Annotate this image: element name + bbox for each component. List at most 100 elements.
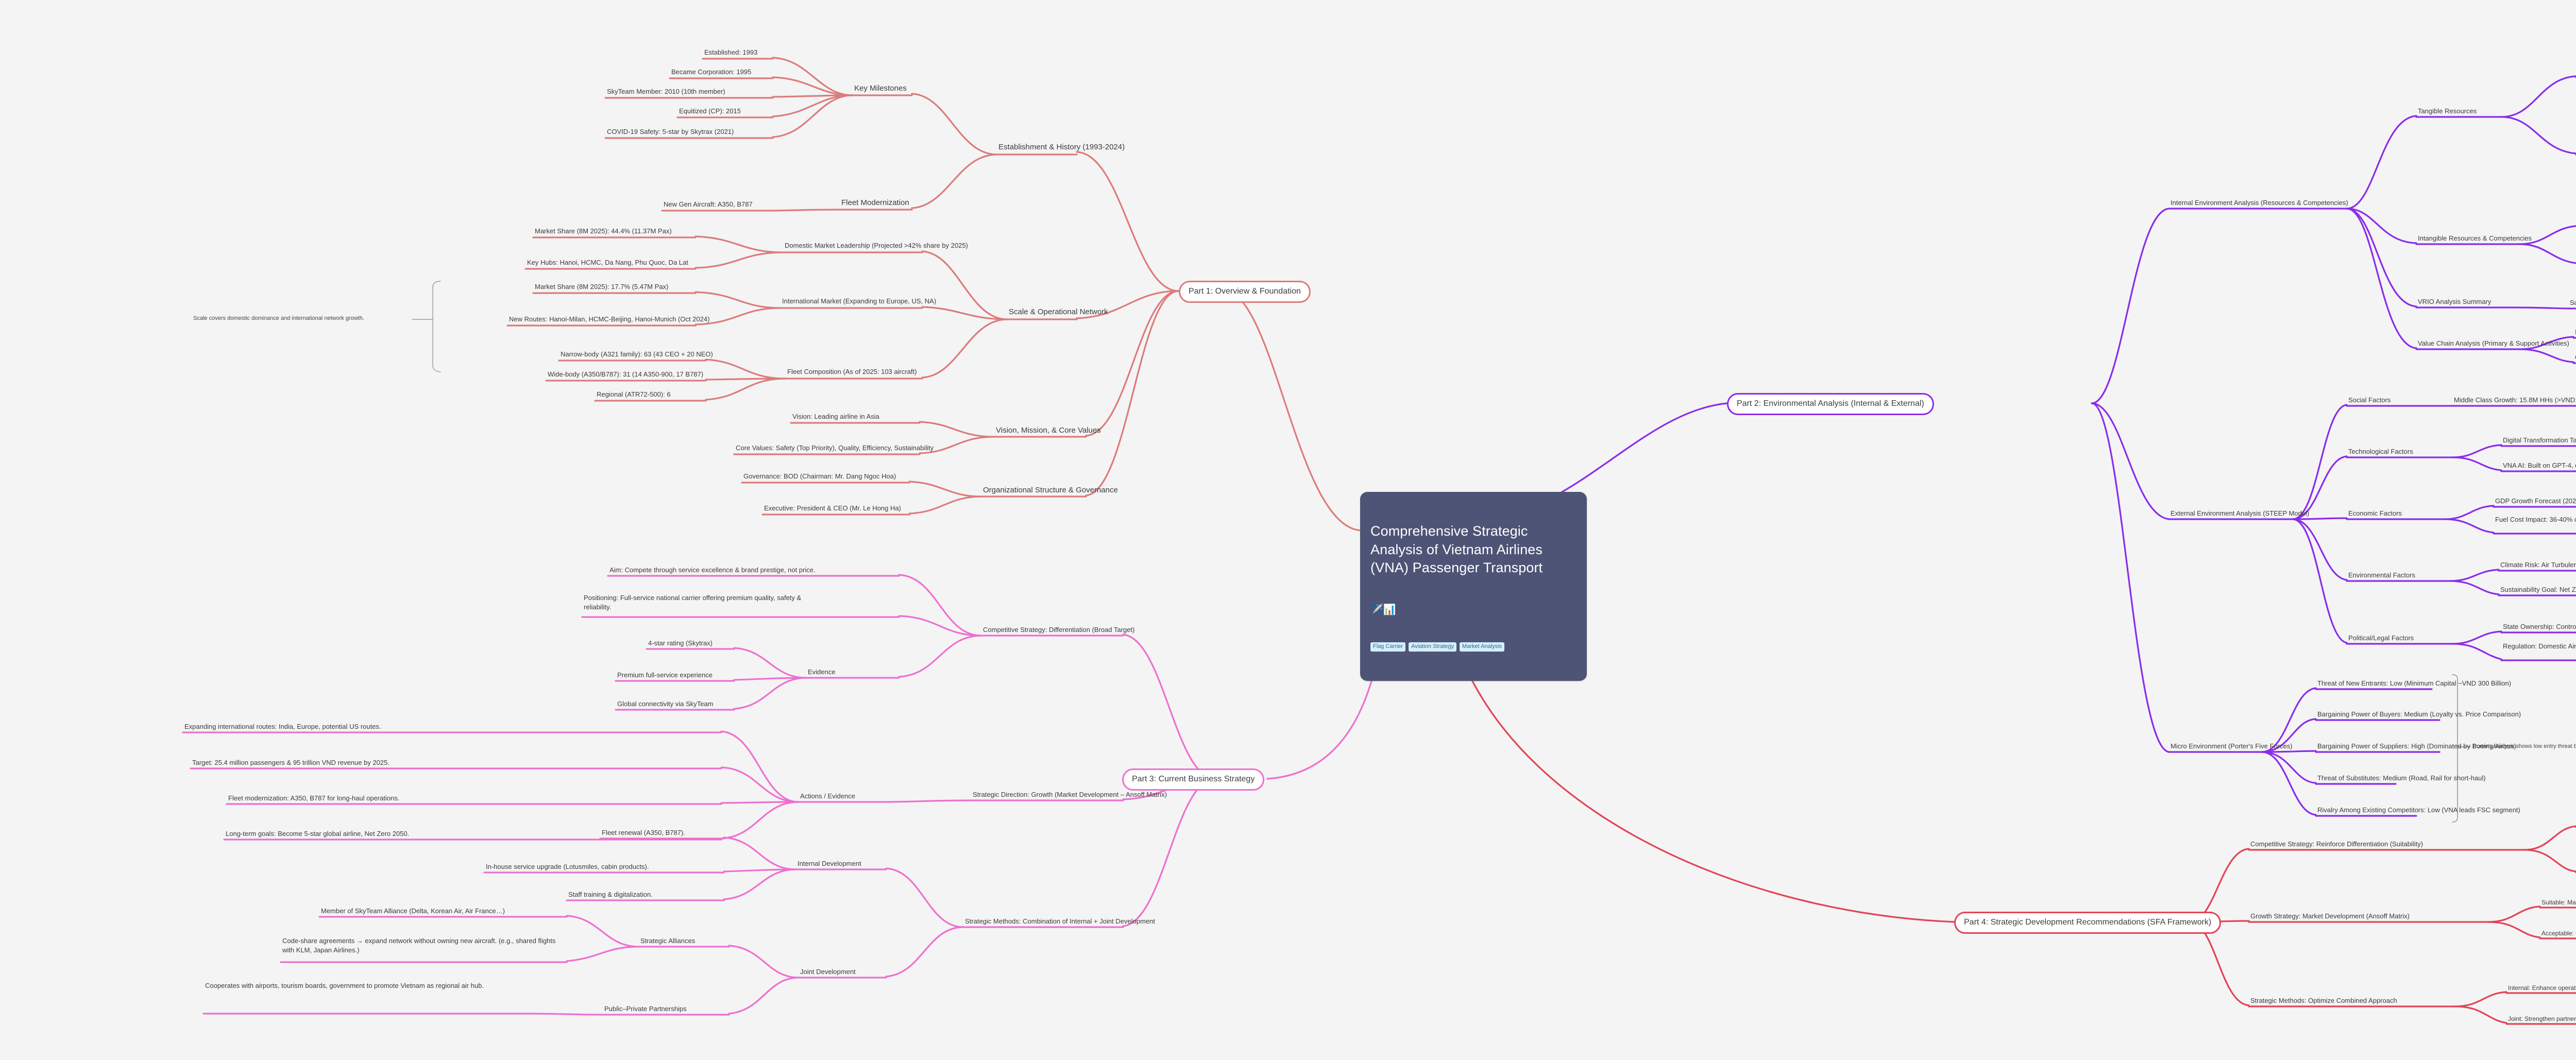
tag-aviation-strategy[interactable]: Aviation Strategy [1409, 642, 1457, 652]
domestic-market-share[interactable]: Market Share (8M 2025): 44.4% (11.37M Pa… [535, 227, 672, 235]
branch-p4-growth-strategy[interactable]: Growth Strategy: Market Development (Ans… [2250, 912, 2410, 920]
domestic-key-hubs[interactable]: Key Hubs: Hanoi, HCMC, Da Nang, Phu Quoc… [527, 259, 688, 266]
vision-leading-airline[interactable]: Vision: Leading airline in Asia [792, 413, 879, 420]
branch-fleet-composition[interactable]: Fleet Composition (As of 2025: 103 aircr… [787, 368, 917, 375]
branch-external-environment-analysis[interactable]: External Environment Analysis (STEEP Mod… [2171, 509, 2310, 517]
competitive-positioning[interactable]: Positioning: Full-service national carri… [584, 594, 802, 611]
root-tag-list: Flag Carrier Aviation Strategy Market An… [1370, 642, 1577, 652]
fleet-wide-body[interactable]: Wide-body (A350/B787): 31 (14 A350-900, … [548, 370, 704, 378]
milestone-equitized[interactable]: Equitized (CP): 2015 [679, 107, 741, 115]
competitive-aim[interactable]: Aim: Compete through service excellence … [609, 566, 816, 574]
ppp-cooperation[interactable]: Cooperates with airports, tourism boards… [205, 982, 484, 989]
part-2-node[interactable]: Part 2: Environmental Analysis (Internal… [1727, 393, 1934, 415]
branch-internal-development[interactable]: Internal Development [798, 860, 861, 867]
branch-joint-development[interactable]: Joint Development [800, 968, 856, 976]
part-1-node[interactable]: Part 1: Overview & Foundation [1179, 281, 1311, 303]
branch-strategic-direction-growth[interactable]: Strategic Direction: Growth (Market Deve… [973, 791, 1167, 798]
social-middle-class-growth[interactable]: Middle Class Growth: 15.8M HHs (>VND15M/… [2454, 396, 2576, 404]
governance-bod[interactable]: Governance: BOD (Chairman: Mr. Dang Ngoc… [743, 472, 896, 480]
political-state-ownership[interactable]: State Ownership: Controls 55.2% (CMSC) [2503, 623, 2576, 630]
fleet-new-gen-aircraft[interactable]: New Gen Aircraft: A350, B787 [664, 200, 753, 208]
internal-staff-training[interactable]: Staff training & digitalization. [568, 891, 653, 898]
fleet-narrow-body[interactable]: Narrow-body (A321 family): 63 (43 CEO + … [561, 350, 713, 358]
action-fleet-modernization[interactable]: Fleet modernization: A350, B787 for long… [228, 794, 400, 802]
note-scale-coverage: Scale covers domestic dominance and inte… [193, 315, 365, 321]
international-new-routes[interactable]: New Routes: Hanoi-Milan, HCMC-Beijing, H… [509, 315, 710, 323]
branch-p4-competitive-strategy[interactable]: Competitive Strategy: Reinforce Differen… [2250, 840, 2424, 848]
evidence-global-connectivity[interactable]: Global connectivity via SkyTeam [617, 700, 714, 708]
branch-public-private-partnerships[interactable]: Public–Private Partnerships [604, 1005, 687, 1013]
branch-domestic-market-leadership[interactable]: Domestic Market Leadership (Projected >4… [785, 242, 968, 249]
branch-strategic-alliances[interactable]: Strategic Alliances [640, 937, 696, 945]
branch-tangible-resources[interactable]: Tangible Resources [2418, 107, 2477, 115]
branch-internal-environment-analysis[interactable]: Internal Environment Analysis (Resources… [2171, 199, 2348, 207]
evidence-premium-experience[interactable]: Premium full-service experience [617, 671, 713, 679]
p4-suitable[interactable]: Suitable: Maximize utility of A350/B787 … [2541, 899, 2576, 906]
evidence-4-star-rating[interactable]: 4-star rating (Skytrax) [648, 639, 713, 647]
branch-actions-evidence[interactable]: Actions / Evidence [800, 792, 855, 800]
p4-joint[interactable]: Joint: Strengthen partnerships to mitiga… [2508, 1015, 2576, 1022]
internal-fleet-renewal[interactable]: Fleet renewal (A350, B787). [602, 829, 685, 836]
vrio-sustainable-advantages[interactable]: Sustainable Competitive Advantages (Bran… [2570, 299, 2576, 306]
executive-ceo[interactable]: Executive: President & CEO (Mr. Le Hong … [764, 504, 901, 512]
tag-flag-carrier[interactable]: Flag Carrier [1370, 642, 1406, 652]
value-chain-input-logistics[interactable]: Input Logistics (Fuel cost ~37% of OpEx) [2575, 328, 2576, 336]
branch-org-structure-governance[interactable]: Organizational Structure & Governance [983, 486, 1118, 494]
airplane-chart-icon: ✈️📊 [1370, 604, 1396, 616]
branch-technological-factors[interactable]: Technological Factors [2348, 448, 2413, 455]
branch-social-factors[interactable]: Social Factors [2348, 396, 2391, 404]
branch-p4-strategic-methods[interactable]: Strategic Methods: Optimize Combined App… [2250, 997, 2397, 1004]
action-long-term-goals[interactable]: Long-term goals: Become 5-star global ai… [226, 830, 410, 837]
tag-market-analysis[interactable]: Market Analysis [1460, 642, 1505, 652]
force-buyer-power[interactable]: Bargaining Power of Buyers: Medium (Loya… [2317, 710, 2521, 718]
branch-key-milestones[interactable]: Key Milestones [854, 84, 907, 93]
internal-service-upgrade[interactable]: In-house service upgrade (Lotusmiles, ca… [486, 863, 649, 870]
env-sustainability-goal[interactable]: Sustainability Goal: Net Zero emissions … [2500, 586, 2576, 593]
milestone-established[interactable]: Established: 1993 [704, 48, 758, 56]
milestone-corporation[interactable]: Became Corporation: 1995 [671, 68, 752, 76]
root-title: Comprehensive Strategic Analysis of Viet… [1370, 523, 1547, 576]
milestone-covid-safety[interactable]: COVID-19 Safety: 5-star by Skytrax (2021… [607, 128, 734, 135]
tech-digital-transformation[interactable]: Digital Transformation Target: Level 4 b… [2503, 436, 2576, 444]
tech-vna-ai[interactable]: VNA AI: Built on GPT-4, deployed for 'Sa… [2503, 461, 2576, 469]
action-expanding-routes[interactable]: Expanding international routes: India, E… [184, 723, 381, 730]
milestone-skyteam[interactable]: SkyTeam Member: 2010 (10th member) [607, 88, 725, 95]
part-4-node[interactable]: Part 4: Strategic Development Recommenda… [1954, 912, 2222, 934]
core-values[interactable]: Core Values: Safety (Top Priority), Qual… [736, 444, 934, 452]
branch-international-market[interactable]: International Market (Expanding to Europ… [782, 297, 937, 305]
branch-economic-factors[interactable]: Economic Factors [2348, 509, 2402, 517]
force-threat-substitutes[interactable]: Threat of Substitutes: Medium (Road, Rai… [2317, 774, 2486, 782]
action-target-passengers[interactable]: Target: 25.4 million passengers & 95 tri… [192, 759, 389, 766]
branch-value-chain-analysis[interactable]: Value Chain Analysis (Primary & Support … [2418, 339, 2569, 347]
branch-political-legal-factors[interactable]: Political/Legal Factors [2348, 634, 2414, 642]
part-3-node[interactable]: Part 3: Current Business Strategy [1122, 768, 1265, 791]
branch-vision-mission-core-values[interactable]: Vision, Mission, & Core Values [996, 426, 1101, 435]
force-threat-new-entrants[interactable]: Threat of New Entrants: Low (Minimum Cap… [2317, 679, 2512, 687]
economic-gdp-forecast[interactable]: GDP Growth Forecast (2025): 6.5% - 7.0% [2495, 497, 2576, 505]
branch-environmental-factors[interactable]: Environmental Factors [2348, 571, 2416, 579]
value-chain-operation[interactable]: Operation (OTP 88.6% vs ASEAN avg 82%) [2575, 353, 2576, 362]
branch-intangible-resources[interactable]: Intangible Resources & Competencies [2418, 234, 2532, 242]
branch-fleet-modernization[interactable]: Fleet Modernization [841, 198, 909, 207]
alliance-skyteam-member[interactable]: Member of SkyTeam Alliance (Delta, Korea… [321, 907, 505, 915]
p4-internal[interactable]: Internal: Enhance operational flexibilit… [2508, 984, 2576, 991]
root-node[interactable]: Comprehensive Strategic Analysis of Viet… [1360, 492, 1587, 681]
branch-micro-environment[interactable]: Micro Environment (Porter's Five Forces) [2171, 742, 2293, 750]
p4-acceptable[interactable]: Acceptable: Commitment to Net Zero by 20… [2541, 930, 2576, 937]
international-market-share[interactable]: Market Share (8M 2025): 17.7% (5.47M Pax… [535, 283, 669, 290]
branch-vrio-analysis[interactable]: VRIO Analysis Summary [2418, 298, 2492, 305]
economic-fuel-cost-impact[interactable]: Fuel Cost Impact: 36-40% of OpEx; SAF ad… [2495, 516, 2576, 523]
force-supplier-power[interactable]: Bargaining Power of Suppliers: High (Dom… [2317, 742, 2516, 750]
branch-evidence[interactable]: Evidence [808, 668, 836, 676]
political-regulation-airfare-cap[interactable]: Regulation: Domestic Airfare Cap adjustm… [2503, 642, 2576, 650]
env-climate-risk[interactable]: Climate Risk: Air Turbulence CAT increas… [2500, 561, 2576, 569]
alliance-code-share[interactable]: Code-share agreements → expand network w… [282, 937, 556, 954]
branch-scale-operational-network[interactable]: Scale & Operational Network [1009, 307, 1108, 316]
force-rivalry[interactable]: Rivalry Among Existing Competitors: Low … [2317, 806, 2520, 814]
branch-strategic-methods[interactable]: Strategic Methods: Combination of Intern… [965, 917, 1155, 925]
branch-establishment-history[interactable]: Establishment & History (1993-2024) [998, 143, 1125, 151]
branch-competitive-strategy-differentiation[interactable]: Competitive Strategy: Differentiation (B… [983, 626, 1135, 634]
fleet-regional[interactable]: Regional (ATR72-500): 6 [597, 390, 671, 398]
